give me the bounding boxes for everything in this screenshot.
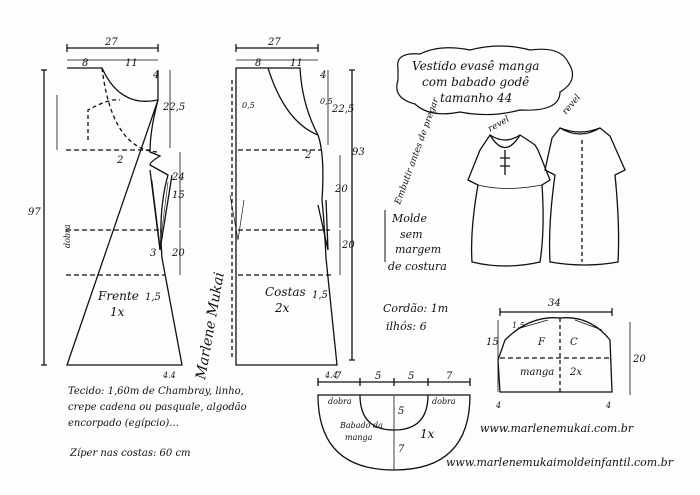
back-m225: 22,5 — [331, 104, 354, 115]
sleeve-c: C — [570, 337, 578, 348]
back-m44: 4.4 — [324, 371, 338, 380]
title-line1: Vestido evasê manga — [412, 59, 539, 73]
front-m44: 4.4 — [162, 371, 176, 380]
front-top-left: 8 — [82, 58, 88, 69]
front-piece — [41, 44, 183, 366]
note-revel2: revel — [561, 93, 583, 117]
sleeve-piece — [497, 308, 631, 395]
front-m24: 24 — [171, 172, 185, 183]
back-label: Costas — [265, 285, 306, 299]
front-m4: 4 — [152, 70, 159, 81]
note-molde1: Molde — [391, 212, 427, 225]
note-cordao: Cordão: 1m — [383, 302, 448, 315]
sleeve-width: 34 — [548, 298, 561, 309]
sleeve-m15b: 1,5 — [512, 321, 525, 330]
sleeve-f: F — [537, 337, 546, 348]
fabric-line1: Tecido: 1,60m de Chambray, linho, — [68, 386, 244, 397]
note-molde2: sem — [400, 228, 423, 241]
back-m05a: 0,5 — [242, 101, 255, 110]
ruffle-m5l: 5 — [375, 371, 381, 382]
fabric-line3: encorpado (egípcio)... — [68, 418, 179, 429]
sleeve-m4r: 4 — [605, 401, 611, 410]
front-m15: 15 — [172, 190, 185, 201]
ruffle-dobra2: dobra — [432, 397, 456, 406]
back-m15: 1,5 — [312, 290, 328, 301]
note-molde3: margem — [395, 243, 441, 256]
dress-back-illustration — [544, 127, 626, 266]
sleeve-m4l: 4 — [495, 401, 501, 410]
url-site1: www.marlenemukai.com.br — [480, 422, 634, 435]
back-top-right: 11 — [290, 58, 303, 69]
title-line2: com babado godê — [422, 75, 529, 89]
fabric-line4: Zíper nas costas: 60 cm — [69, 448, 191, 459]
fabric-line2: crepe cadena ou pasquale, algodão — [68, 402, 247, 413]
front-qty: 1x — [110, 305, 125, 319]
signature: Marlene Mukai — [193, 271, 228, 382]
front-m20: 20 — [171, 248, 185, 259]
front-total-length: 97 — [28, 207, 41, 218]
ruffle-m5v: 5 — [398, 406, 404, 417]
title-line3: tamanho 44 — [440, 91, 512, 105]
title-cloud — [396, 45, 574, 116]
front-top-right: 11 — [125, 58, 138, 69]
front-width: 27 — [104, 37, 118, 48]
note-molde4: de costura — [388, 260, 447, 273]
back-m20b: 20 — [341, 240, 355, 251]
back-top-left: 8 — [255, 58, 261, 69]
dress-front-illustration — [467, 134, 551, 267]
sleeve-qty: 2x — [569, 367, 582, 378]
ruffle-m7r: 7 — [446, 371, 453, 382]
back-m2: 2 — [304, 150, 311, 161]
note-ilhos: ilhós: 6 — [386, 320, 427, 333]
ruffle-m7l: 7 — [335, 371, 342, 382]
front-dobra: dobra — [63, 224, 72, 248]
ruffle-label1: Babado da — [339, 421, 383, 430]
back-m05b: 0,5 — [320, 97, 333, 106]
back-m20a: 20 — [334, 184, 348, 195]
note-revel1: revel — [487, 114, 512, 134]
front-m2: 2 — [116, 155, 123, 166]
back-m4: 4 — [319, 70, 326, 81]
sleeve-label: manga — [520, 367, 554, 378]
front-m3: 3 — [150, 248, 156, 259]
back-qty: 2x — [274, 301, 290, 315]
ruffle-dobra1: dobra — [328, 397, 352, 406]
note-embutir: Embutir antes de pregar — [393, 96, 442, 207]
ruffle-piece — [317, 378, 471, 471]
front-m225: 22,5 — [162, 102, 185, 113]
sleeve-m15: 15 — [486, 337, 499, 348]
ruffle-qty: 1x — [420, 427, 435, 441]
ruffle-m5r: 5 — [408, 371, 414, 382]
front-m15b: 1,5 — [145, 292, 161, 303]
ruffle-m7v: 7 — [398, 444, 405, 455]
front-label: Frente — [97, 289, 139, 303]
url-site2: www.marlenemukaimoldeinfantil.com.br — [446, 456, 674, 469]
back-piece — [229, 44, 355, 366]
sleeve-m20: 20 — [632, 354, 646, 365]
back-width: 27 — [267, 37, 281, 48]
ruffle-label2: manga — [345, 433, 373, 442]
back-m93: 93 — [352, 147, 365, 158]
